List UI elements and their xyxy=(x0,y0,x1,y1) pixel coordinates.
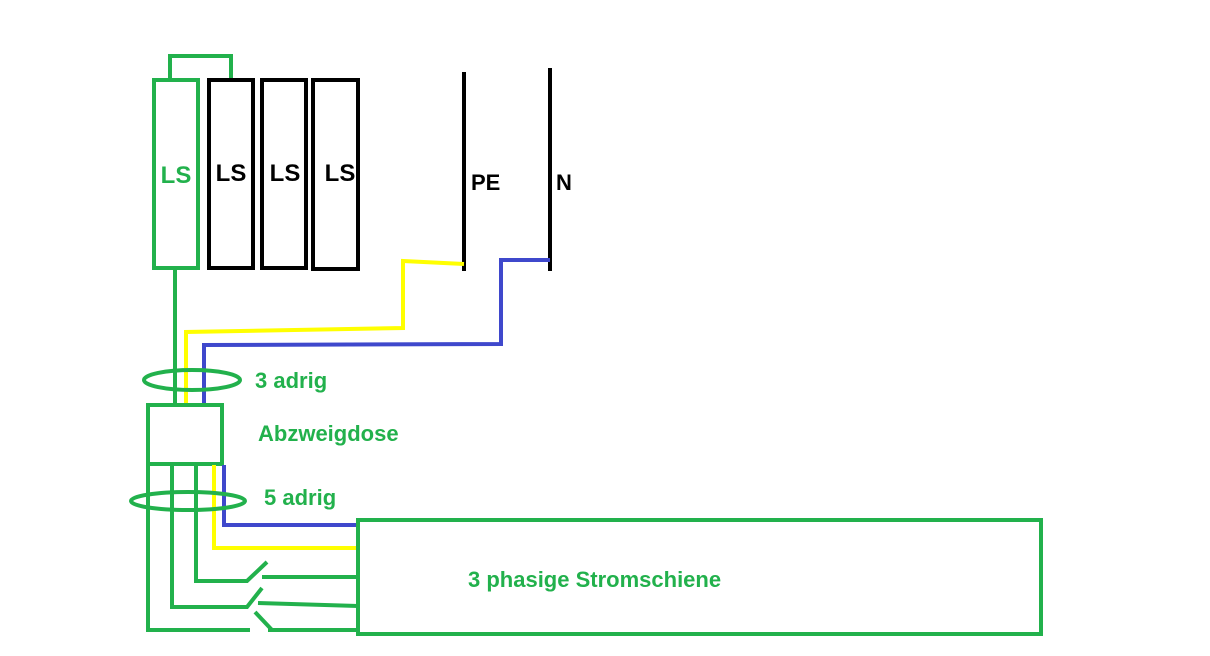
cable-5-label: 5 adrig xyxy=(264,485,336,510)
l2-wire-end xyxy=(257,601,359,608)
n-wire xyxy=(202,258,550,405)
l1-wire xyxy=(194,464,269,583)
n-wire-out xyxy=(222,465,358,527)
breaker-label-3: LS xyxy=(270,160,301,187)
breaker-label-2: LS xyxy=(216,160,247,187)
junction-box-label: Abzweigdose xyxy=(258,421,399,446)
breaker-label-1: LS xyxy=(161,162,192,189)
cable-3-ring xyxy=(142,368,242,392)
l3-wire xyxy=(146,464,250,632)
breaker-ls-4 xyxy=(311,78,360,271)
cable-5-ring xyxy=(129,490,247,512)
breaker-ls-2 xyxy=(207,78,255,270)
junction-box xyxy=(146,403,224,466)
three-phase-track xyxy=(356,518,1043,636)
l3-switch xyxy=(253,610,274,632)
pe-wire xyxy=(184,258,465,405)
cable-3-label: 3 adrig xyxy=(255,368,327,393)
track-label: 3 phasige Stromschiene xyxy=(468,567,721,592)
breaker-label-4: LS xyxy=(325,160,356,187)
bridge-wire xyxy=(168,54,233,82)
n-label: N xyxy=(556,170,572,195)
l2-wire xyxy=(170,464,264,609)
breaker-ls-3 xyxy=(260,78,308,270)
pe-label: PE xyxy=(471,170,500,195)
